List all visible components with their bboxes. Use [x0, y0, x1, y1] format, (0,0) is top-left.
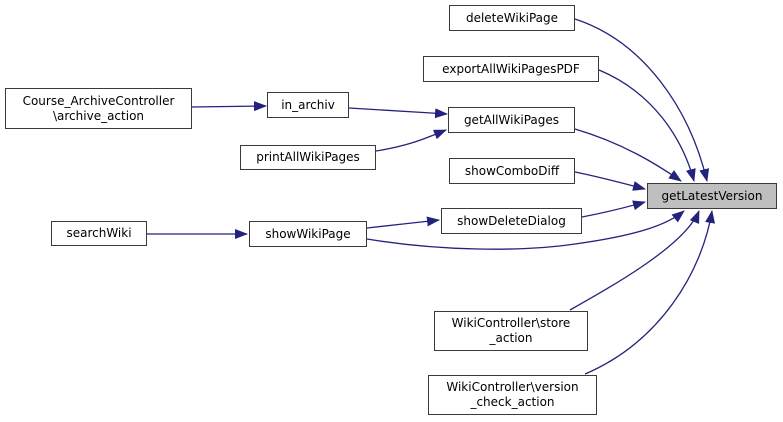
edge-showComboDiff-to-getLatestVersion: [574, 171, 646, 191]
node-label: getAllWikiPages: [463, 112, 560, 127]
node-wikicontroller-store-action[interactable]: WikiController\store _action: [434, 311, 588, 351]
node-label: WikiController\store: [451, 316, 571, 330]
node-label: showComboDiff: [464, 163, 560, 178]
edge-in-archiv-to-getAllWikiPages: [348, 107, 448, 119]
edge-store-action-to-getLatestVersion: [569, 210, 700, 311]
node-wikicontroller-version-check-action[interactable]: WikiController\version _check_action: [428, 375, 597, 415]
node-label: getLatestVersion: [661, 188, 763, 203]
node-exportAllWikiPagesPDF[interactable]: exportAllWikiPagesPDF: [423, 56, 599, 82]
edge-exportAllWikiPagesPDF-to-getLatestVersion: [598, 69, 696, 182]
node-in-archiv[interactable]: in_archiv: [267, 92, 349, 118]
node-label: printAllWikiPages: [256, 150, 360, 164]
node-label: \archive_action: [52, 108, 145, 123]
node-showDeleteDialog[interactable]: showDeleteDialog: [441, 208, 582, 234]
edge-printAllWikiPages-to-getAllWikiPages: [375, 129, 447, 152]
node-label: deleteWikiPage: [465, 10, 559, 25]
node-label: showDeleteDialog: [457, 213, 566, 228]
node-label: Course_ArchiveController: [22, 93, 175, 108]
node-getAllWikiPages[interactable]: getAllWikiPages: [448, 107, 575, 133]
node-label: showWikiPage: [265, 226, 351, 241]
node-label: searchWiki: [66, 226, 132, 240]
edge-version-check-action-to-getLatestVersion: [584, 210, 715, 375]
node-course-archive-action[interactable]: Course_ArchiveController \archive_action: [5, 88, 192, 129]
node-label: _check_action: [470, 395, 555, 409]
node-label: WikiController\version: [446, 380, 579, 394]
edge-getAllWikiPages-to-getLatestVersion: [574, 128, 682, 182]
node-deleteWikiPage[interactable]: deleteWikiPage: [449, 5, 575, 31]
node-label: exportAllWikiPagesPDF: [442, 61, 580, 76]
node-showComboDiff[interactable]: showComboDiff: [449, 158, 575, 184]
node-label: in_archiv: [281, 97, 335, 112]
edge-showWikiPage-to-showDeleteDialog: [366, 216, 440, 229]
edge-deleteWikiPage-to-getLatestVersion: [574, 18, 710, 182]
node-printAllWikiPages[interactable]: printAllWikiPages: [240, 145, 376, 170]
node-showWikiPage[interactable]: showWikiPage: [249, 221, 367, 247]
node-label: _action: [489, 331, 533, 345]
edge-archive-action-to-in-archiv: [191, 101, 267, 112]
node-getLatestVersion: getLatestVersion: [647, 183, 777, 209]
edge-showWikiPage-to-getLatestVersion: [366, 210, 685, 250]
node-searchWiki[interactable]: searchWiki: [51, 221, 147, 246]
edge-showDeleteDialog-to-getLatestVersion: [581, 200, 646, 218]
